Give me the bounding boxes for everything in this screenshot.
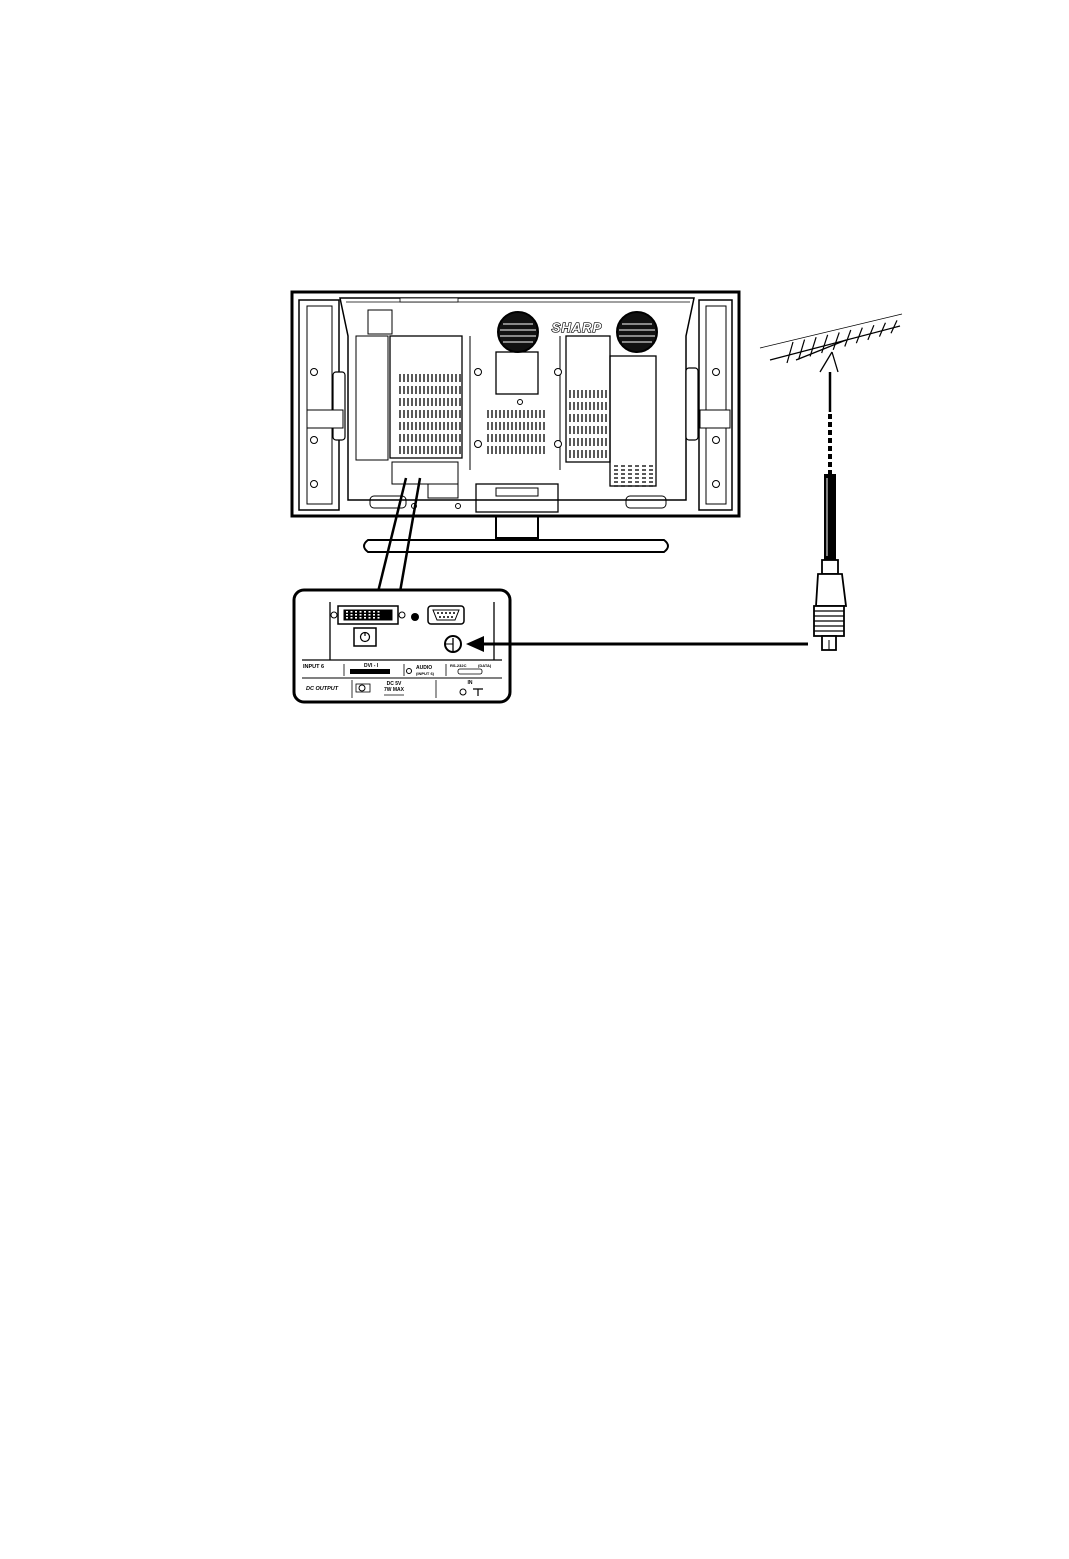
dc-output-label: DC OUTPUT: [306, 686, 339, 692]
input-6-label: INPUT 6: [303, 664, 324, 670]
coaxial-cable: [827, 414, 830, 560]
brand-logo: SHARP: [552, 320, 603, 335]
dvi-i-connector: [331, 606, 405, 624]
antenna-input-socket: [445, 636, 461, 652]
dc-watt-label: 7W MAX: [384, 687, 405, 693]
antenna-in-label: IN: [468, 680, 473, 686]
rs232c-data-label: (DATA): [478, 663, 492, 668]
connection-arrow: [466, 636, 808, 652]
outdoor-antenna-icon: [760, 314, 902, 412]
audio-input-label: (INPUT 6): [416, 671, 435, 676]
coaxial-plug-icon: [814, 560, 846, 650]
rs232c-connector: [428, 606, 464, 624]
dc-output-jack: [354, 628, 376, 646]
rs232c-label: RS-232C: [450, 663, 467, 668]
dvi-label: DVI - I: [364, 663, 379, 669]
audio-jack: [411, 613, 419, 621]
